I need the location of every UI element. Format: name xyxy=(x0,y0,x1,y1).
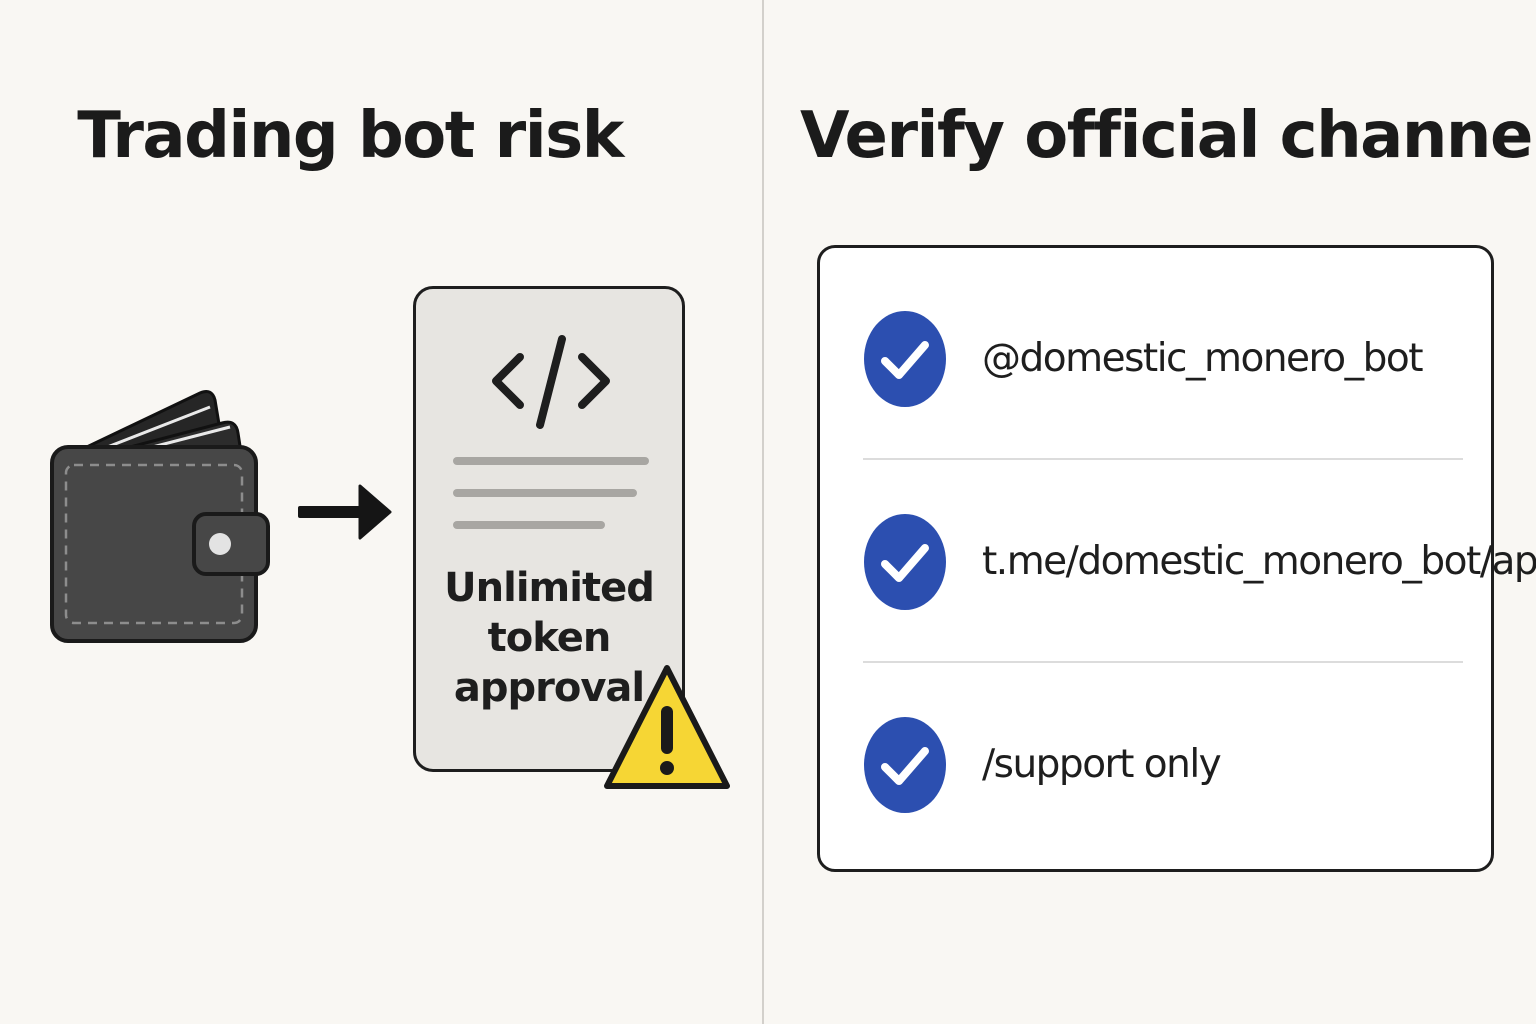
checkmark-icon xyxy=(864,311,946,407)
checkmark-icon xyxy=(864,717,946,813)
approval-label-line: approval xyxy=(453,665,645,711)
warning-icon xyxy=(604,665,730,789)
list-item: @domestic_monero_bot xyxy=(820,309,1491,409)
official-channels-card: @domestic_monero_bot t.me/domestic_moner… xyxy=(817,245,1536,872)
channel-text: t.me/domestic_monero_bot/app xyxy=(982,539,1536,584)
code-line xyxy=(453,457,649,465)
channel-text: @domestic_monero_bot xyxy=(982,336,1424,381)
checkmark-icon xyxy=(864,514,946,610)
list-item: t.me/domestic_monero_bot/app xyxy=(820,512,1536,612)
code-line xyxy=(453,521,605,529)
code-line xyxy=(453,489,637,497)
code-icon xyxy=(492,335,610,429)
approval-label-line: token xyxy=(487,615,612,661)
left-panel-title: Trading bot risk xyxy=(77,99,624,173)
approval-label-line: Unlimited xyxy=(444,565,655,611)
wallet-icon xyxy=(50,390,270,643)
panel-divider xyxy=(762,0,764,1024)
divider xyxy=(863,458,1463,460)
list-item: /support only xyxy=(820,715,1491,815)
approval-label: Unlimited token approval xyxy=(416,563,682,713)
channel-text: /support only xyxy=(982,742,1222,787)
right-panel-title: Verify official channel xyxy=(800,99,1536,173)
contract-approval-card: Unlimited token approval xyxy=(413,286,685,772)
arrow-right-icon xyxy=(298,484,392,540)
divider xyxy=(863,661,1463,663)
